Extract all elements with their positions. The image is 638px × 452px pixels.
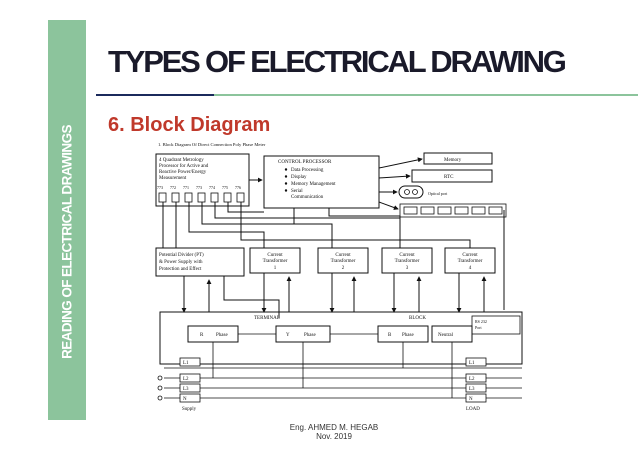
current-transformer-2: Current Transformer 2 xyxy=(317,247,369,274)
rs232-label: RS 232 xyxy=(475,319,487,324)
supply-line-label: N xyxy=(183,397,187,402)
ct-label: Current xyxy=(335,253,351,258)
slide-title: TYPES OF ELECTRICAL DRAWING xyxy=(108,44,567,79)
phase-label: Phase xyxy=(402,333,414,338)
supply-label: Supply xyxy=(182,407,197,412)
block-diagram: 1. Block Diagram Of Direct Connection Po… xyxy=(155,142,523,412)
ct-number: 1 xyxy=(274,266,277,271)
metrology-line-4: Measurement xyxy=(159,176,187,181)
control-processor-title: CONTROL PROCESSOR xyxy=(278,160,332,165)
current-transformer-1: Current Transformer 1 xyxy=(249,247,301,274)
lcd-display xyxy=(399,203,507,218)
pin-label: 771 xyxy=(183,185,189,190)
title-rule-dark xyxy=(96,94,214,96)
diagram-caption: 1. Block Diagram Of Direct Connection Po… xyxy=(158,142,266,147)
load-line-label: N xyxy=(469,397,473,402)
rs232-label: Port xyxy=(475,325,483,330)
phase-letter: B xyxy=(388,333,392,338)
cp-item: Data Processing xyxy=(291,168,324,173)
pin-label: 772 xyxy=(170,185,176,190)
title-rule-green xyxy=(214,94,638,96)
ct-label: Current xyxy=(399,253,415,258)
current-transformer-4: Current Transformer 4 xyxy=(444,247,496,274)
ct-label: Transformer xyxy=(395,259,420,264)
pt-line-1: Potential Divider (PT) xyxy=(159,253,204,258)
pin-label: 774 xyxy=(209,185,215,190)
pin-label: 773 xyxy=(196,185,202,190)
terminal-label: TERMINAL xyxy=(254,316,280,321)
ct-label: Transformer xyxy=(331,259,356,264)
ct-number: 3 xyxy=(406,266,409,271)
rtc-block xyxy=(411,169,493,183)
block-label: BLOCK xyxy=(409,316,426,321)
ct-label: Transformer xyxy=(458,259,483,264)
pin-label: 773 xyxy=(157,185,163,190)
pin-label: 776 xyxy=(235,185,241,190)
control-processor-block: CONTROL PROCESSOR Data Processing Displa… xyxy=(263,155,380,209)
cp-item: Display xyxy=(291,175,307,180)
footer-date: Nov. 2019 xyxy=(316,432,352,441)
current-transformer-3: Current Transformer 3 xyxy=(381,247,433,274)
supply-terminals: L1 L2 L3 N Supply xyxy=(179,357,201,412)
pt-line-3: Protection and Effect xyxy=(159,267,202,272)
load-line-label: L1 xyxy=(469,361,475,366)
rs232-port xyxy=(471,315,521,335)
metrology-line-1: 4 Quadrant Metrology xyxy=(159,158,204,163)
ct-label: Transformer xyxy=(263,259,288,264)
supply-line-label: L3 xyxy=(183,387,189,392)
cp-item: Communication xyxy=(291,195,324,200)
cp-item: Memory Management xyxy=(291,182,336,187)
phase-letter: Y xyxy=(286,333,290,338)
metrology-processor-block: 4 Quadrant Metrology Processor for Activ… xyxy=(155,153,250,207)
supply-line-label: L2 xyxy=(183,377,189,382)
ct-label: Current xyxy=(462,253,478,258)
memory-label: Memory xyxy=(444,158,462,163)
slide-subtitle: 6. Block Diagram xyxy=(108,114,271,136)
phase-label: Phase xyxy=(216,333,228,338)
cp-item: Serial xyxy=(291,189,303,194)
r-phase-box xyxy=(187,325,239,343)
metrology-line-2: Processor for Active and xyxy=(159,164,209,169)
sidebar-title: READING OF ELECTRICAL DRAWINGS xyxy=(59,125,75,359)
ct-number: 2 xyxy=(342,266,345,271)
load-line-label: L2 xyxy=(469,377,475,382)
pin-label: 775 xyxy=(222,185,228,190)
ct-number: 4 xyxy=(469,266,472,271)
phase-letter: R xyxy=(200,333,204,338)
metrology-line-3: Reactive Power/Energy xyxy=(159,170,207,175)
sidebar-band xyxy=(48,20,86,420)
phase-label: Phase xyxy=(304,333,316,338)
load-line-label: L3 xyxy=(469,387,475,392)
memory-block xyxy=(423,152,493,165)
load-terminals: L1 L2 L3 N LOAD xyxy=(465,357,487,412)
optical-port-label: Optical port xyxy=(428,191,448,196)
load-label: LOAD xyxy=(466,407,480,412)
terminal-block: TERMINAL BLOCK RS 232 Port R Phase Y Pha… xyxy=(159,311,523,365)
y-phase-box xyxy=(275,325,331,343)
footer-author: Eng. AHMED M. HEGAB xyxy=(289,423,379,432)
ct-label: Current xyxy=(267,253,283,258)
phase-label: Neutral xyxy=(438,333,454,338)
supply-line-label: L1 xyxy=(183,361,189,366)
optical-port: Optical port xyxy=(398,185,448,199)
potential-divider-block: Potential Divider (PT) & Power Supply wi… xyxy=(155,247,245,277)
pt-line-2: & Power Supply with xyxy=(159,260,203,265)
rtc-label: RTC xyxy=(444,175,454,180)
